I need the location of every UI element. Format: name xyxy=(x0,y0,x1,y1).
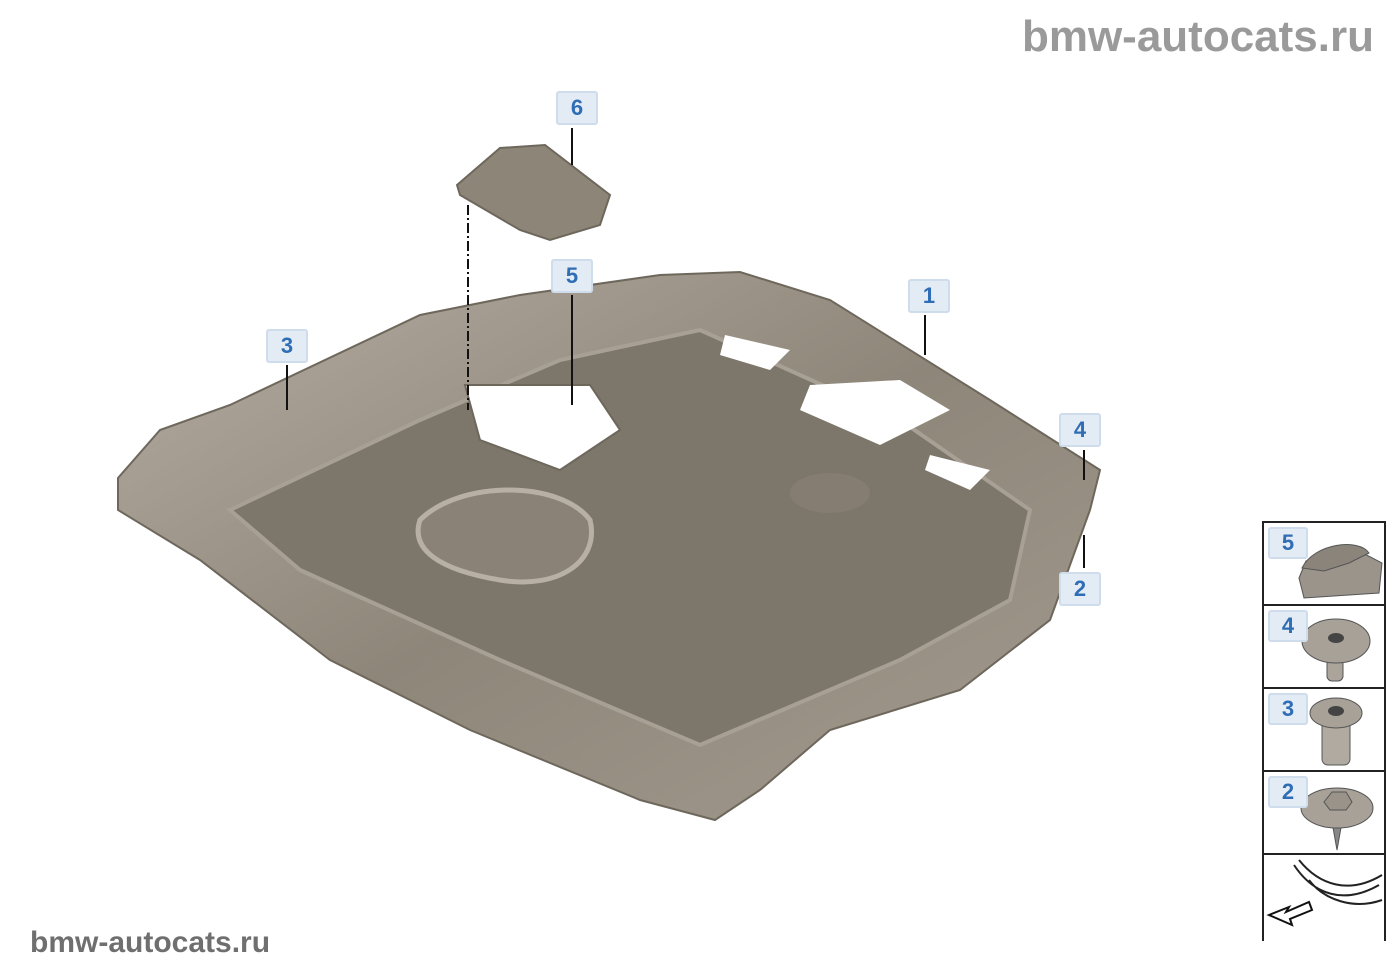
expanding-rivet-icon xyxy=(1301,618,1371,682)
clip-nut-icon xyxy=(1298,544,1383,599)
legend-item-clip-nut[interactable]: 5 xyxy=(1264,523,1384,606)
legend-item-vehicle-orientation xyxy=(1264,855,1384,938)
callout-2[interactable]: 2 xyxy=(1059,572,1101,606)
legend-callout-4: 4 xyxy=(1268,610,1308,642)
legend-item-hex-screw[interactable]: 2 xyxy=(1264,772,1384,855)
legend-callout-2: 2 xyxy=(1268,776,1308,808)
parts-legend: 5 4 3 2 xyxy=(1262,521,1386,941)
legend-item-plastic-nut[interactable]: 3 xyxy=(1264,689,1384,772)
watermark-bottom: bmw-autocats.ru xyxy=(30,926,271,959)
callout-5[interactable]: 5 xyxy=(551,259,593,293)
callout-3[interactable]: 3 xyxy=(266,329,308,363)
hex-screw-icon xyxy=(1300,787,1374,851)
underbody-shield-diagram xyxy=(117,128,1102,822)
watermark-top: bmw-autocats.ru xyxy=(1021,12,1374,61)
legend-item-expanding-rivet[interactable]: 4 xyxy=(1264,606,1384,689)
callout-4[interactable]: 4 xyxy=(1059,413,1101,447)
legend-callout-5: 5 xyxy=(1268,527,1308,559)
callout-1[interactable]: 1 xyxy=(908,279,950,313)
plastic-nut-icon xyxy=(1309,697,1363,766)
underbody-shield-part xyxy=(117,270,1102,822)
callout-6[interactable]: 6 xyxy=(556,91,598,125)
vehicle-front-arrow-icon xyxy=(1266,859,1383,927)
leader-lines xyxy=(286,128,1085,568)
legend-callout-3: 3 xyxy=(1268,693,1308,725)
cover-plate-part xyxy=(455,143,612,242)
